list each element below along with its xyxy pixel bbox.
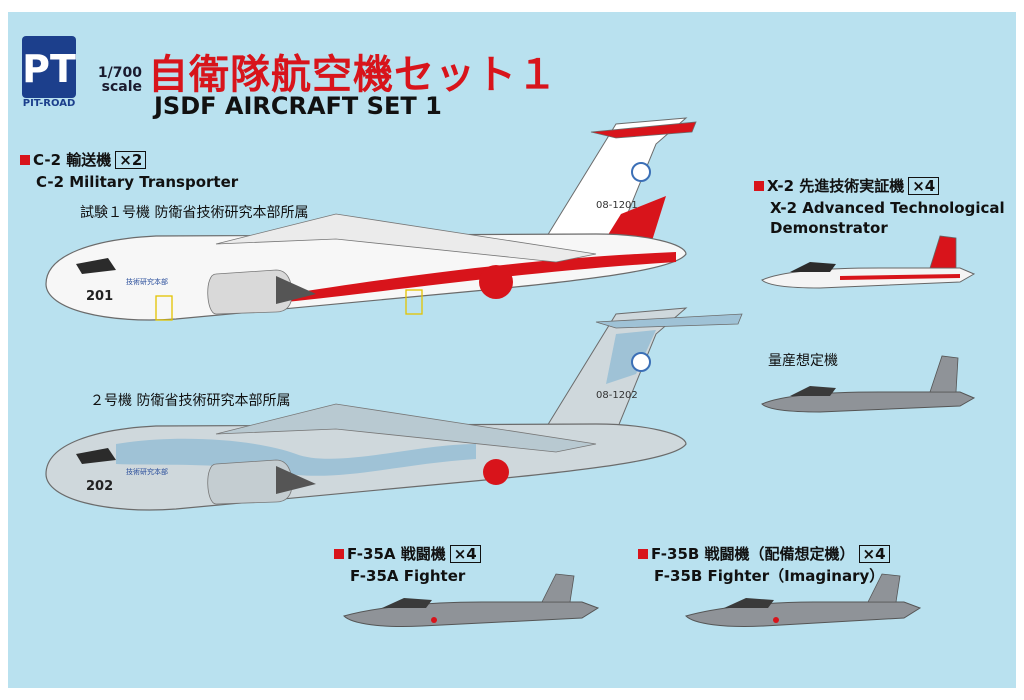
x2-label: X-2 先進技術実証機×4 bbox=[754, 176, 940, 196]
red-square-bullet bbox=[638, 549, 648, 559]
scale-word: scale bbox=[101, 79, 142, 95]
c2-name-en: C-2 Military Transporter bbox=[36, 173, 239, 191]
f35b-illustration bbox=[685, 573, 922, 627]
f35b-name-jp: F-35B 戦闘機（配備想定機） bbox=[651, 545, 855, 563]
x2-name-en-line1: X-2 Advanced Technological bbox=[770, 199, 1005, 217]
c2-unit2-tail-serial: 08-1202 bbox=[596, 390, 638, 401]
red-square-bullet bbox=[20, 155, 30, 165]
f35b-label: F-35B 戦闘機（配備想定機）×4 bbox=[638, 544, 890, 564]
c2-unit1-fuselage-text: 技術研究本部 bbox=[126, 277, 168, 286]
c2-unit2-fuselage-text: 技術研究本部 bbox=[126, 467, 168, 476]
c2-unit1-note: 試験１号機 防衛省技術研究本部所属 bbox=[80, 205, 309, 221]
x2-name-en-line2: Demonstrator bbox=[770, 219, 888, 237]
x2-name-jp: X-2 先進技術実証機 bbox=[767, 177, 905, 195]
c2-unit1-illustration: 08-1201 201 技術研究本部 bbox=[45, 117, 697, 321]
f35a-label: F-35A 戦闘機×4 bbox=[334, 544, 481, 564]
title-english: JSDF AIRCRAFT SET 1 bbox=[154, 92, 442, 120]
f35b-quantity: ×4 bbox=[858, 545, 890, 563]
c2-unit1-nose-number: 201 bbox=[86, 289, 113, 304]
c2-quantity: ×2 bbox=[115, 151, 147, 169]
c2-unit2-note: ２号機 防衛省技術研究本部所属 bbox=[90, 393, 291, 409]
c2-unit2-nose-number: 202 bbox=[86, 479, 113, 494]
f35a-name-jp: F-35A 戦闘機 bbox=[347, 545, 446, 563]
logo-letters: PT bbox=[22, 47, 76, 91]
box-art-panel: PT PIT-ROAD 1/700 scale 自衛隊航空機セット１ JSDF … bbox=[8, 12, 1016, 688]
c2-label: C-2 輸送機×2 bbox=[20, 150, 147, 170]
x2-demonstrator-illustration bbox=[761, 235, 976, 289]
f35b-name-en: F-35B Fighter（Imaginary） bbox=[654, 567, 885, 585]
c2-name-jp: C-2 輸送機 bbox=[33, 151, 112, 169]
x2-variant-note: 量産想定機 bbox=[768, 353, 838, 369]
scale-ratio: 1/700 bbox=[97, 65, 142, 81]
c2-unit1-tail-serial: 08-1201 bbox=[596, 200, 638, 211]
f35a-illustration bbox=[343, 573, 600, 627]
title-japanese: 自衛隊航空機セット１ bbox=[148, 52, 558, 98]
f35a-name-en: F-35A Fighter bbox=[350, 567, 466, 585]
x2-production-illustration bbox=[761, 355, 976, 413]
f35a-quantity: ×4 bbox=[449, 545, 481, 563]
c2-unit2-illustration: 08-1202 202 技術研究本部 bbox=[45, 307, 743, 511]
scale-label: 1/700 scale bbox=[86, 66, 142, 94]
logo-text: PIT-ROAD bbox=[22, 98, 76, 109]
pit-road-logo: PT bbox=[22, 36, 76, 98]
red-square-bullet bbox=[334, 549, 344, 559]
x2-quantity: ×4 bbox=[908, 177, 940, 195]
red-square-bullet bbox=[754, 181, 764, 191]
